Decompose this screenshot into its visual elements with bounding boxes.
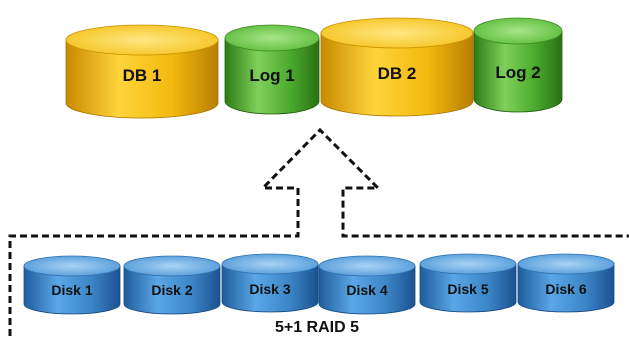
disk-4: Disk 4 bbox=[318, 255, 416, 315]
raid-array-label: 5+1 RAID 5 bbox=[275, 319, 359, 336]
volume-log-1: Log 1 bbox=[224, 24, 320, 115]
disk-1: Disk 1 bbox=[23, 255, 121, 315]
disk-2: Disk 2 bbox=[123, 255, 221, 315]
disk-label: Disk 1 bbox=[51, 282, 92, 298]
up-arrow-icon bbox=[8, 127, 629, 336]
volume-label: Log 1 bbox=[249, 66, 294, 85]
volume-db-2: DB 2 bbox=[320, 17, 474, 117]
volume-log-2: Log 2 bbox=[473, 17, 563, 113]
disk-label: Disk 4 bbox=[346, 282, 387, 298]
disk-label: Disk 6 bbox=[545, 281, 586, 297]
volume-label: Log 2 bbox=[495, 63, 540, 82]
disk-3: Disk 3 bbox=[221, 253, 319, 313]
volume-label: DB 1 bbox=[123, 66, 162, 85]
disk-label: Disk 5 bbox=[447, 281, 488, 297]
disk-6: Disk 6 bbox=[517, 253, 615, 313]
volume-db-1: DB 1 bbox=[65, 24, 219, 119]
disk-label: Disk 2 bbox=[151, 282, 192, 298]
disk-label: Disk 3 bbox=[249, 281, 290, 297]
disk-5: Disk 5 bbox=[419, 253, 517, 313]
volume-label: DB 2 bbox=[378, 64, 417, 83]
